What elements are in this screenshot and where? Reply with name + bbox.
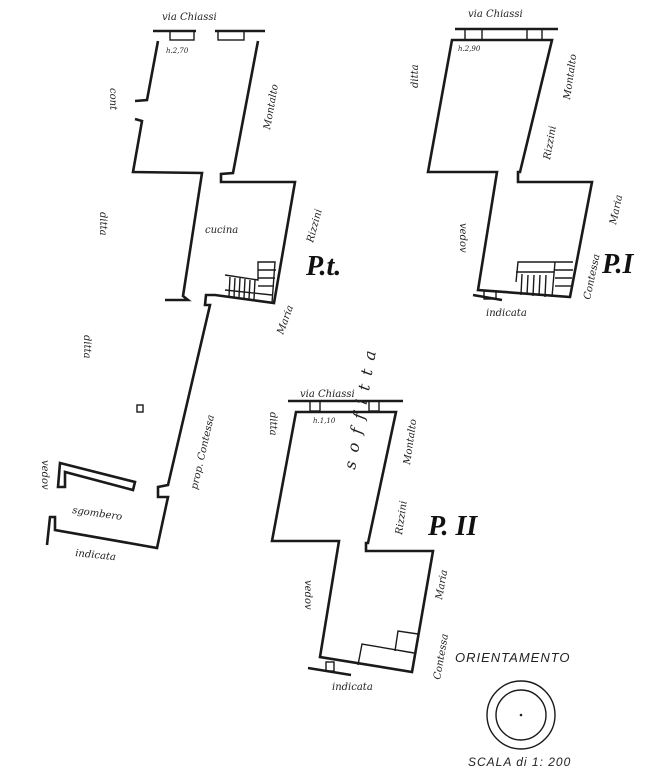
height-label: h.1,10 <box>313 417 336 425</box>
neighbor-label: indicata <box>332 682 373 693</box>
neighbor-label: ditta <box>267 412 278 436</box>
neighbor-label: ditta <box>410 64 421 88</box>
neighbor-label: Montalto <box>262 83 281 131</box>
staircase <box>224 261 276 304</box>
height-label: h.2,90 <box>458 45 481 53</box>
neighbor-label: indicata <box>486 308 527 319</box>
neighbor-label: Contessa <box>582 253 602 301</box>
door <box>483 290 497 300</box>
plan-title: P.I <box>601 249 634 280</box>
neighbor-label: vedov <box>302 580 313 610</box>
room-label: sgombero <box>72 505 123 523</box>
plan-first-floor: via Chiassi h.2,90 ditta vedov Montalto … <box>410 9 634 319</box>
neighbor-label: Maria <box>275 304 296 337</box>
second-floor-outline <box>270 410 435 674</box>
neighbor-label: Contessa <box>432 633 451 681</box>
ground-floor-outline <box>134 40 160 103</box>
neighbor-label: vedov <box>457 223 468 253</box>
window <box>464 28 483 41</box>
neighbor-label: vedov <box>39 460 50 490</box>
height-label: h.2,70 <box>166 47 189 55</box>
neighbor-label: Montalto <box>402 418 419 466</box>
compass-inner-circle <box>495 689 547 741</box>
door <box>325 661 335 672</box>
staircase <box>515 261 573 298</box>
neighbor-label: prop. Contessa <box>189 414 217 491</box>
room-label: soffitta <box>340 340 381 471</box>
ground-floor-outline <box>131 117 204 302</box>
ground-floor-outline <box>45 40 297 550</box>
bottom-wall <box>472 293 503 302</box>
plan-ground-floor: via Chiassi h.2,70 cucina sgombero cont … <box>39 12 341 563</box>
plan-title: P.t. <box>305 251 341 282</box>
orientation-label: ORIENTAMENTO <box>455 650 571 665</box>
pillar <box>136 404 144 413</box>
scale-label: SCALA di 1: 200 <box>468 755 571 768</box>
neighbor-label: Rizzini <box>394 500 410 536</box>
attic-box <box>394 630 419 652</box>
neighbor-label: Montalto <box>562 53 579 101</box>
first-floor-outline <box>426 38 594 299</box>
compass-outer-circle <box>486 680 556 750</box>
neighbor-label: Rizzini <box>305 208 325 245</box>
window <box>217 30 245 41</box>
compass-center <box>519 713 523 717</box>
plan-title: P. II <box>427 511 478 542</box>
neighbor-label: Maria <box>434 569 450 602</box>
neighbor-label: cont <box>107 88 118 111</box>
room-label: cucina <box>205 225 238 236</box>
legend: ORIENTAMENTO SCALA di 1: 200 <box>455 650 571 768</box>
storage-wall <box>56 461 137 492</box>
street-label: via Chiassi <box>468 9 523 20</box>
attic-box <box>357 643 415 666</box>
neighbor-label: ditta <box>97 212 108 236</box>
neighbor-label: ditta <box>81 335 92 359</box>
neighbor-label: indicata <box>75 548 117 563</box>
window <box>309 400 321 412</box>
plan-second-floor: via Chiassi h.1,10 soffitta ditta vedov … <box>267 340 478 693</box>
window <box>526 28 543 41</box>
street-label: via Chiassi <box>162 12 217 23</box>
street-label: via Chiassi <box>300 389 355 400</box>
window <box>169 30 195 41</box>
neighbor-label: Rizzini <box>542 125 559 161</box>
neighbor-label: Maria <box>608 194 625 227</box>
